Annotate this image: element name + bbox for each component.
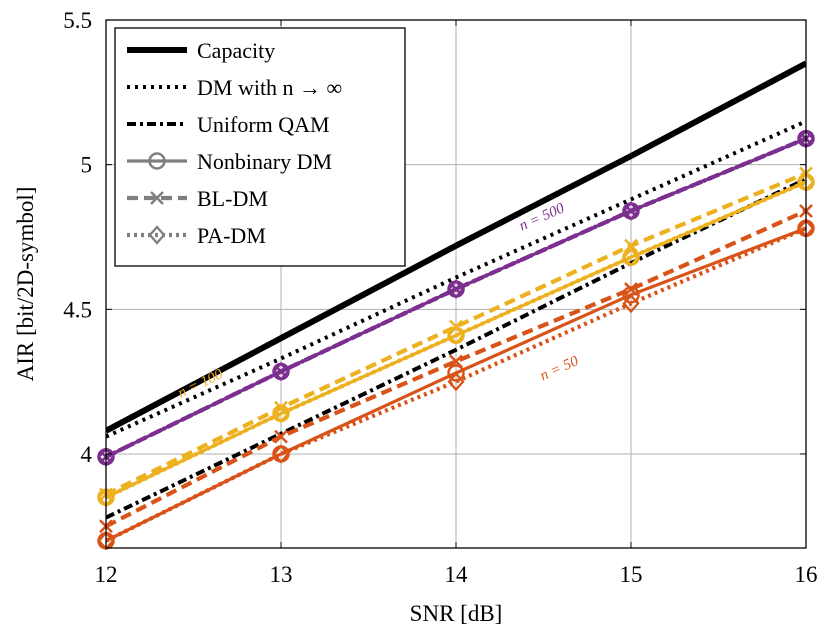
x-tick-label: 14 — [445, 562, 469, 587]
y-tick-label: 5.5 — [63, 8, 92, 33]
legend-label-bl-dm: BL-DM — [197, 186, 268, 211]
legend-label-uniform-qam: Uniform QAM — [197, 112, 330, 137]
legend-label-dm-with-n: DM with n → ∞ — [197, 75, 342, 100]
series-line-dm-with-n — [106, 119, 806, 439]
series-line-nonbinary-dm-n-100 — [106, 180, 806, 499]
point-nonbinary-dm-n-500 — [447, 280, 465, 298]
series-line-pa-dm-n-50 — [106, 226, 806, 543]
series-line-uniform-qam — [106, 177, 806, 520]
x-tick-label: 13 — [270, 562, 293, 587]
legend-box — [114, 27, 406, 267]
point-bl-dm-n-50 — [624, 282, 638, 296]
point-nonbinary-dm-n-50 — [622, 286, 640, 304]
point-bl-dm-n-100 — [274, 400, 288, 415]
y-tick-label: 4 — [81, 442, 93, 467]
legend-marker-pa-dm — [148, 225, 166, 245]
point-nonbinary-dm-n-50 — [272, 445, 290, 463]
point-nonbinary-dm-n-500 — [622, 202, 640, 220]
x-axis-label: SNR [dB] — [410, 601, 503, 626]
legend-marker-bl-dm — [150, 191, 164, 205]
x-tick-label: 12 — [95, 562, 118, 587]
point-nonbinary-dm-n-100 — [272, 404, 290, 423]
legend: Capacity DM with n → ∞ Uniform QAM Nonbinar… — [114, 27, 406, 267]
point-nonbinary-dm-n-50 — [447, 364, 465, 382]
y-axis-label: AIR [bit/2D-symbol] — [13, 187, 38, 382]
point-nonbinary-dm-n-100 — [622, 248, 640, 266]
legend-marker-nonbinary-dm — [148, 152, 166, 170]
point-bl-dm-n-50 — [274, 429, 288, 444]
legend-label-capacity: Capacity — [197, 38, 275, 63]
point-bl-dm-n-500 — [274, 364, 288, 379]
point-nonbinary-dm-n-500 — [272, 362, 290, 381]
point-bl-dm-n-500 — [624, 204, 638, 218]
y-tick-label: 5 — [81, 153, 93, 178]
legend-label-pa-dm: PA-DM — [197, 223, 266, 248]
x-tick-label: 16 — [795, 562, 818, 587]
y-tick-label: 4.5 — [63, 297, 92, 322]
series-line-capacity — [106, 60, 806, 434]
x-tick-label: 15 — [620, 562, 643, 587]
legend-label-nonbinary-dm: Nonbinary DM — [197, 149, 332, 174]
axis-ticks: 12 13 14 15 16 4 4.5 5 5.5 — [63, 8, 817, 587]
point-bl-dm-n-500 — [449, 282, 463, 296]
point-nonbinary-dm-n-100 — [447, 326, 465, 345]
